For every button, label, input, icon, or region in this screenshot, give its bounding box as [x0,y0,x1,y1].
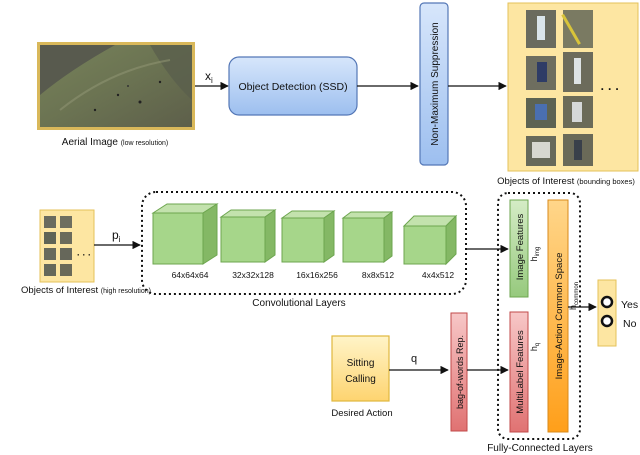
aerial-image [37,42,195,130]
action-sitting: Sitting [347,358,375,369]
bow-bar [450,312,468,432]
conv-layer-3-size: 16x16x256 [296,270,338,280]
action-calling: Calling [345,374,376,385]
conv-layer-2 [219,209,277,263]
fc-layers-label: Fully-Connected Layers [487,443,593,454]
objects-hr-panel [39,209,95,283]
h-common-label: hcommon [568,282,580,310]
common-space-label: Image-Action Common Space [554,253,565,380]
object-detection-label: Object Detection (SSD) [238,81,347,93]
yes-node [600,295,614,309]
multilabel-features-label: MultiLabel Features [515,330,526,414]
pi-label: pi [112,228,121,244]
objects-bbox-panel [507,2,639,172]
conv-layer-1-size: 64x64x64 [172,270,209,280]
conv-layer-1 [151,203,219,265]
no-node [600,314,614,328]
image-features-bar [509,199,529,298]
output-panel [597,279,617,347]
h-img-label: himg [529,247,541,262]
conv-layer-2-size: 32x32x128 [232,270,274,280]
objects-bbox-label: Objects of Interest (bounding boxes) [497,176,635,187]
aerial-image-label: Aerial Image (low resolution) [62,137,168,148]
conv-layer-3 [280,210,336,263]
xi-label: xi [205,69,213,85]
common-space-bar [547,199,569,433]
output-yes: Yes [621,299,638,311]
fc-layers-group [497,192,581,440]
objects-hr-ellipsis: · · · [77,250,91,260]
h-q-label: hq [529,343,541,351]
objects-bbox-ellipsis: · · · [601,82,620,96]
conv-layers-group [141,191,467,295]
conv-layer-4 [341,211,394,263]
output-no: No [623,318,637,330]
desired-action-box [331,335,390,402]
conv-layer-5-size: 4x4x512 [422,270,454,280]
objects-hr-label: Objects of Interest (high resolution) [21,285,151,296]
conv-layers-label: Convolutional Layers [252,298,345,309]
conv-layer-4-size: 8x8x512 [362,270,394,280]
desired-action-label: Desired Action [331,408,392,419]
bow-label: bag-of-words Rep. [455,335,465,409]
nms-label: Non-Maximum Suppression [430,22,441,145]
q-label: q [411,353,417,365]
nms-box [419,2,449,166]
image-features-label: Image Features [515,213,526,280]
multilabel-features-bar [509,311,529,433]
conv-layer-5 [402,214,458,266]
